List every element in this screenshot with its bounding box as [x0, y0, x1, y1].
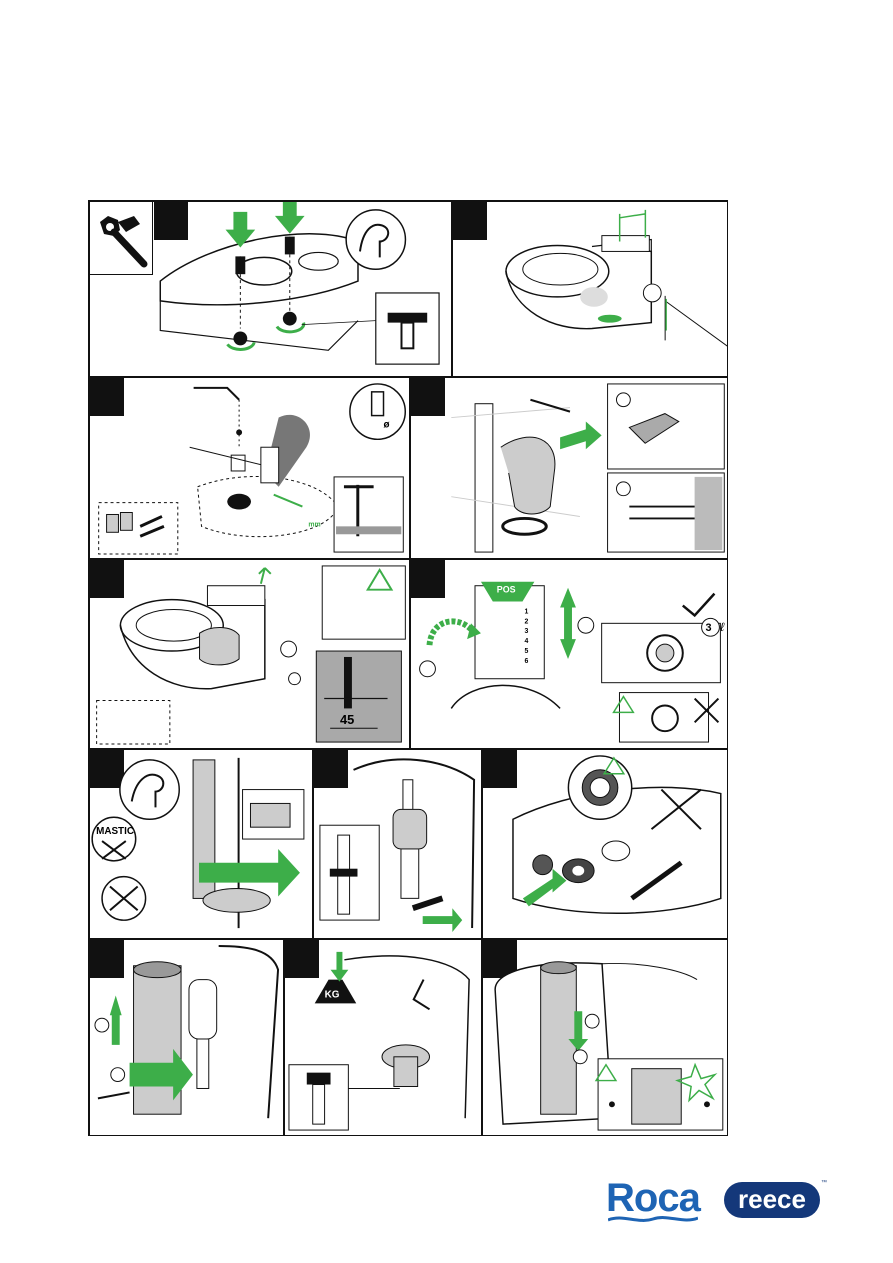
- roca-wave-icon: [608, 1214, 698, 1224]
- step-panel-5: 45: [89, 559, 410, 749]
- reece-logo: reece: [724, 1182, 820, 1218]
- step-panel-7: MASTIC: [89, 749, 313, 939]
- step-panel-2: [452, 201, 728, 377]
- scale-3: 3: [524, 628, 528, 635]
- reece-trademark: ™: [821, 1180, 827, 1186]
- kg-label: KG: [325, 989, 340, 1000]
- wrench-icon: [90, 202, 152, 274]
- step-panel-11: KG: [284, 939, 482, 1136]
- roca-logo: Roca: [606, 1178, 700, 1218]
- wrench-icon-box: [90, 202, 153, 275]
- step-panel-1: [89, 201, 452, 377]
- mastic-label: MASTIC: [96, 826, 134, 837]
- litres-unit: ℓ: [719, 620, 724, 634]
- brand-logos: Roca reece ™: [600, 1178, 830, 1228]
- step-panel-4: [410, 377, 728, 559]
- 45mm-label: 45: [340, 712, 354, 727]
- litres-number: 3: [706, 622, 712, 634]
- scale-2: 2: [524, 618, 528, 625]
- scale-5: 5: [524, 648, 528, 655]
- scale-6: 6: [524, 658, 528, 665]
- pos-label: POS: [497, 585, 516, 595]
- scale-1: 1: [524, 608, 528, 615]
- step-panel-12: [482, 939, 728, 1136]
- scale-4: 4: [524, 638, 528, 645]
- step-panel-6: POS 1 2 3 4 5 6 3 ℓ: [410, 559, 728, 749]
- diameter-label: ø: [384, 419, 390, 430]
- mm-label: mm: [308, 521, 320, 528]
- step-panel-9: [482, 749, 728, 939]
- step-panel-3: mm ø: [89, 377, 410, 559]
- step-panel-10: [89, 939, 284, 1136]
- instruction-sheet: mm ø: [88, 200, 728, 1136]
- step-panel-8: [313, 749, 482, 939]
